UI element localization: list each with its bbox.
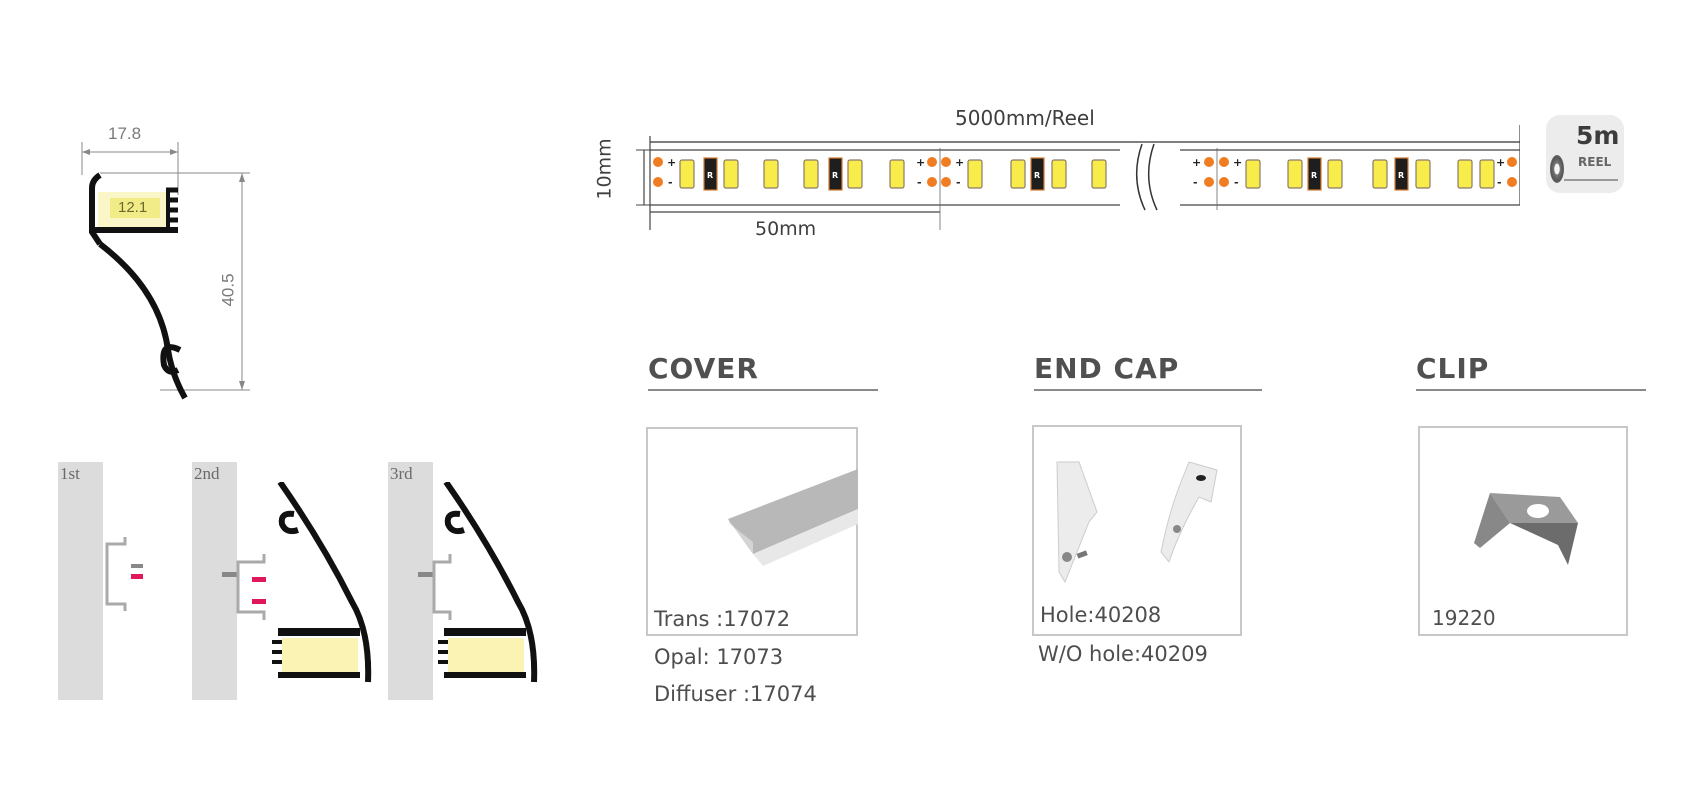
strip-length-label: 5000mm/Reel [955,106,1095,130]
installation-step-2: 2nd [192,462,392,702]
end-cap-section: END CAP [1034,352,1262,391]
wall [58,462,103,700]
end-cap-image-box: Hole:40208 [1032,425,1242,636]
end-cap-code-no-hole: W/O hole:40209 [1038,642,1208,666]
svg-text:R: R [1311,171,1317,180]
cover-profile-icon [728,469,858,566]
end-cap-title: END CAP [1034,352,1180,385]
step-label: 3rd [390,464,413,483]
clip-title: CLIP [1416,352,1490,385]
cut-length-label: 50mm [755,218,817,240]
cover-title: COVER [648,352,759,385]
led-strip-diagram: 5000mm/Reel 10mm 50mm +- [594,100,1520,240]
clip-icon [1474,493,1578,565]
profile-width-label: 17.8 [108,124,142,143]
step-label: 2nd [194,464,220,483]
profile-drawing-icon [81,142,250,400]
svg-text:-: - [917,176,922,189]
clip-section: CLIP [1416,352,1646,391]
end-cap-divider [1034,389,1262,391]
cover-image-box: Trans :17072 [646,427,858,636]
cover-code-diffuser: Diffuser :17074 [654,682,817,706]
profile-cross-section: 17.8 12.1 40.5 [60,120,280,400]
end-cap-code-hole: Hole:40208 [1040,603,1162,627]
svg-text:-: - [956,176,961,189]
svg-text:+: + [1233,156,1242,169]
profile-mounted-icon [418,482,538,683]
cover-code-opal: Opal: 17073 [654,645,784,669]
svg-text:R: R [707,171,713,180]
end-cap-icon [1056,461,1218,584]
cover-section: COVER [648,352,878,391]
svg-text:R: R [832,171,838,180]
svg-text:-: - [668,176,673,189]
wall [192,462,237,700]
profile-inner-width-label: 12.1 [118,199,148,216]
reel-tape-line [1564,179,1618,181]
profile-height-label: 40.5 [218,273,238,307]
clip-mount-icon [105,537,143,611]
reel-label: REEL [1578,155,1612,169]
svg-text:R: R [1034,171,1040,180]
step-label: 1st [60,464,80,483]
cover-divider [648,389,878,391]
svg-text:-: - [1234,176,1239,189]
svg-text:+: + [667,156,676,169]
profile-insert-icon [222,482,372,683]
svg-text:-: - [1497,176,1502,189]
svg-text:+: + [916,156,925,169]
svg-text:-: - [1193,176,1198,189]
svg-text:+: + [1192,156,1201,169]
reel-length: 5m [1576,121,1620,150]
clip-image-box: 19220 [1418,426,1628,636]
wall [388,462,433,700]
reel-icon [1550,155,1564,183]
svg-text:R: R [1398,171,1404,180]
clip-code: 19220 [1432,606,1496,630]
svg-text:+: + [1496,156,1505,169]
installation-step-1: 1st [58,462,198,702]
installation-step-3: 3rd [388,462,588,702]
cover-code-trans: Trans :17072 [654,607,791,631]
clip-divider [1416,389,1646,391]
svg-text:+: + [955,156,964,169]
strip-icon: + - + - + - + - + - + - [636,125,1520,230]
reel-badge: 5m REEL [1546,115,1624,193]
